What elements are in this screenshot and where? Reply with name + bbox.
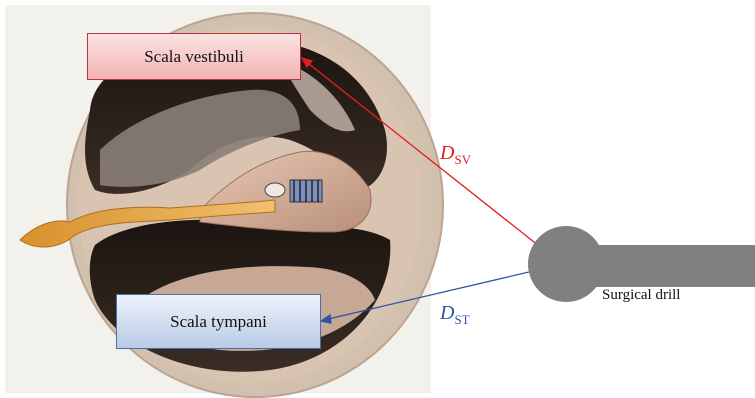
scala-vestibuli-label: Scala vestibuli — [87, 33, 301, 80]
scala-tympani-text: Scala tympani — [170, 312, 267, 332]
scala-vestibuli-text: Scala vestibuli — [144, 47, 244, 67]
surgical-drill-label: Surgical drill — [602, 287, 680, 304]
d-st-label: DST — [440, 302, 470, 328]
scala-tympani-label: Scala tympani — [116, 294, 321, 349]
d-sv-label: DSV — [440, 142, 471, 168]
